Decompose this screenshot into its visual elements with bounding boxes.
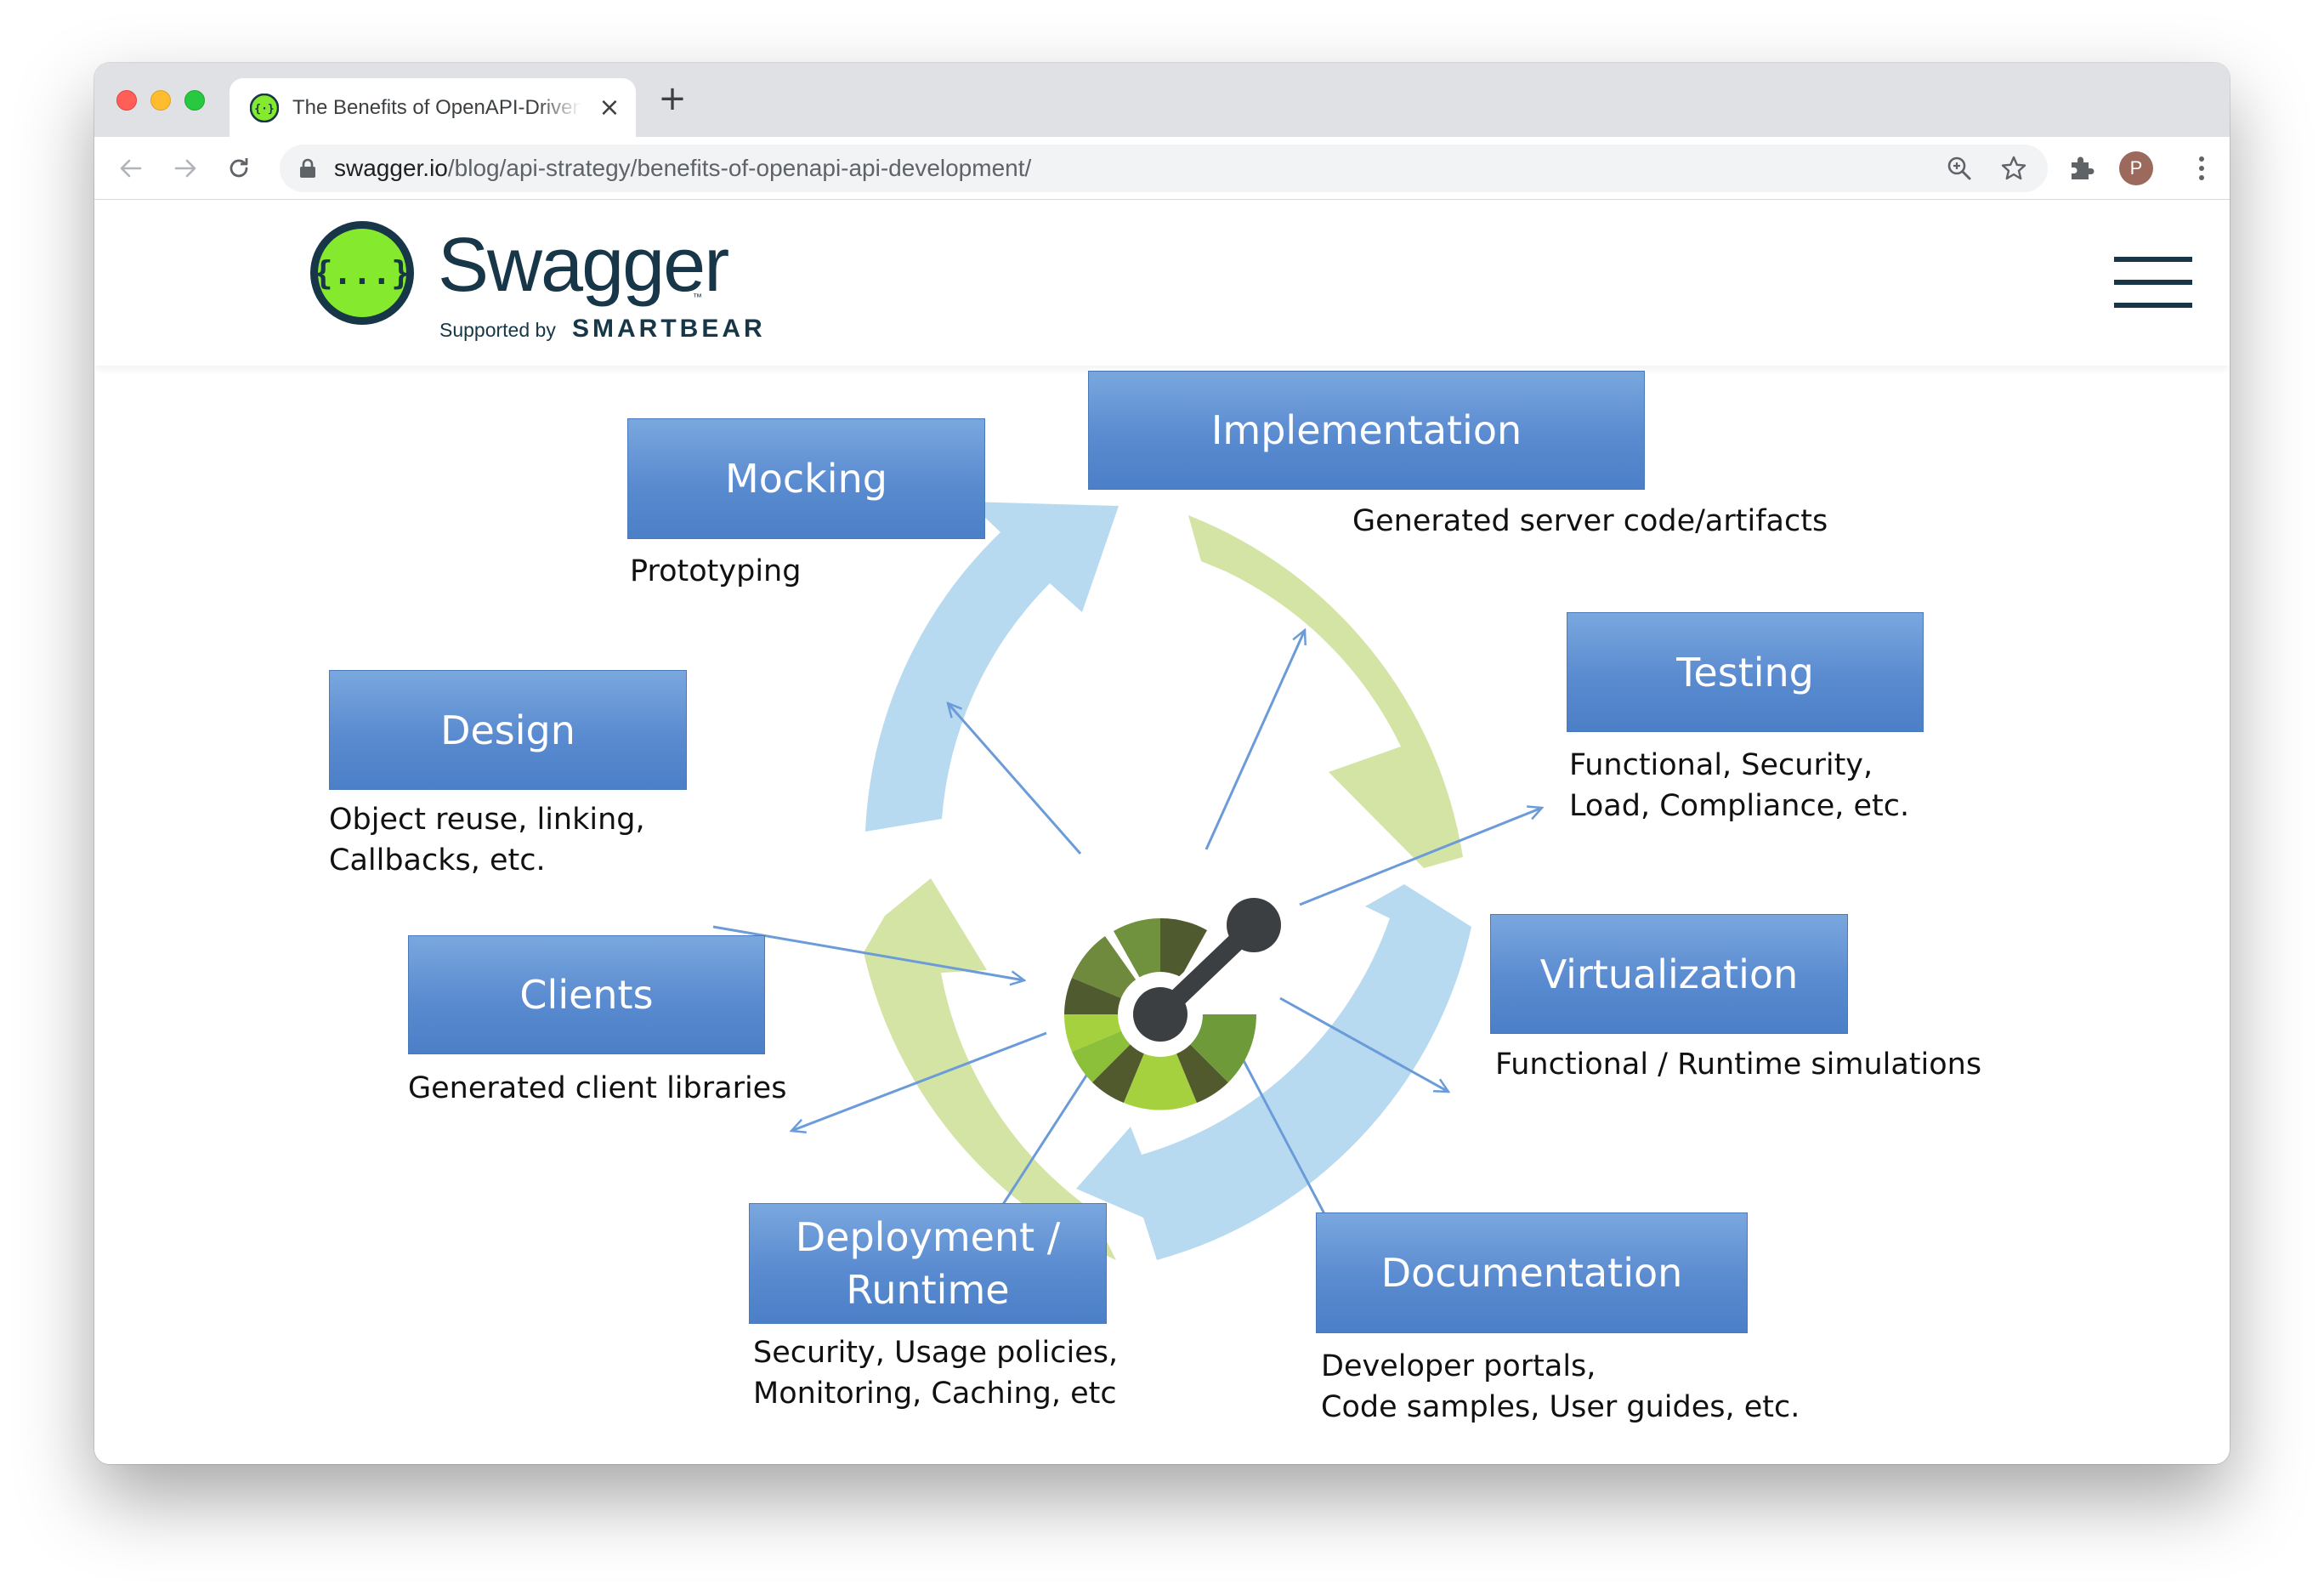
forward-arrow-icon xyxy=(174,159,196,178)
browser-toolbar: swagger.io/blog/api-strategy/benefits-of… xyxy=(94,137,2230,200)
reload-icon xyxy=(230,158,248,178)
api-lifecycle-diagram: Mocking Prototyping Implementation Gener… xyxy=(94,366,2230,1464)
node-deployment-label-line1: Deployment / xyxy=(795,1214,1061,1260)
node-clients: Clients xyxy=(408,935,765,1054)
node-documentation: Documentation xyxy=(1316,1212,1748,1333)
node-documentation-desc-line1: Developer portals, xyxy=(1321,1349,1596,1383)
node-clients-label: Clients xyxy=(519,972,654,1018)
url-host: swagger.io xyxy=(334,155,448,181)
browser-tab[interactable]: {·} The Benefits of OpenAPI-Driven API D… xyxy=(230,78,636,137)
browser-window: {·} The Benefits of OpenAPI-Driven API D… xyxy=(94,63,2230,1464)
arrow-to-mocking xyxy=(948,703,1082,855)
logo-trademark: ™ xyxy=(693,292,702,303)
node-design: Design xyxy=(329,670,687,790)
node-deployment-label-line2: Runtime xyxy=(846,1267,1010,1313)
site-header: {...} Swagger ™ Supported by SMARTBEAR xyxy=(94,201,2230,366)
node-testing-desc-line1: Functional, Security, xyxy=(1569,748,1873,782)
url-text[interactable]: swagger.io/blog/api-strategy/benefits-of… xyxy=(334,155,1031,182)
forward-button[interactable] xyxy=(164,147,207,190)
node-design-desc-line2: Callbacks, etc. xyxy=(329,843,546,877)
tab-title: The Benefits of OpenAPI-Driven API Devel… xyxy=(292,96,581,119)
node-implementation-label: Implementation xyxy=(1210,407,1522,453)
bookmark-star-icon[interactable] xyxy=(2000,155,2027,182)
tab-strip: {·} The Benefits of OpenAPI-Driven API D… xyxy=(94,63,2230,137)
arrow-to-implementation xyxy=(1205,630,1305,850)
cycle-arrow-green-right xyxy=(1188,515,1463,868)
arrow-from-design xyxy=(712,925,1024,980)
close-icon[interactable]: × xyxy=(598,93,621,122)
node-deployment-desc-line2: Monitoring, Caching, etc xyxy=(753,1377,1117,1411)
reload-button[interactable] xyxy=(218,147,260,190)
node-implementation-desc: Generated server code/artifacts xyxy=(1352,504,1828,538)
cycle-arrow-blue-bottom xyxy=(1076,884,1471,1260)
arrow-to-testing xyxy=(1299,808,1542,906)
cycle-arrows xyxy=(864,502,1471,1260)
svg-text:{·}: {·} xyxy=(254,103,274,116)
node-clients-desc: Generated client libraries xyxy=(408,1071,787,1105)
node-virtualization-label: Virtualization xyxy=(1539,951,1799,997)
node-design-label: Design xyxy=(440,707,575,753)
node-mocking-label: Mocking xyxy=(725,456,887,502)
back-arrow-icon xyxy=(120,159,142,178)
swagger-logo-icon[interactable]: {...} xyxy=(307,218,417,328)
lock-icon[interactable] xyxy=(298,158,317,179)
cycle-arrow-blue-top xyxy=(865,502,1119,832)
logo-wordmark[interactable]: Swagger xyxy=(438,223,729,308)
zoom-window-button[interactable] xyxy=(184,90,205,111)
lifecycle-cycle-graphic xyxy=(712,502,2230,1464)
node-documentation-label: Documentation xyxy=(1380,1250,1683,1296)
arrow-to-virtualization xyxy=(1279,997,1448,1092)
minimize-window-button[interactable] xyxy=(150,90,171,111)
plus-icon[interactable]: + xyxy=(658,79,687,118)
node-documentation-desc-line2: Code samples, User guides, etc. xyxy=(1321,1390,1800,1424)
node-testing: Testing xyxy=(1567,612,1924,732)
swagger-favicon-icon: {·} xyxy=(250,94,279,122)
node-implementation: Implementation xyxy=(1088,371,1645,490)
hamburger-menu-icon[interactable] xyxy=(2114,257,2192,308)
menu-dots-icon[interactable] xyxy=(2185,152,2218,185)
page-content: {...} Swagger ™ Supported by SMARTBEAR xyxy=(94,201,2230,1464)
node-deployment-desc-line1: Security, Usage policies, xyxy=(753,1336,1119,1370)
node-testing-label: Testing xyxy=(1676,649,1814,696)
extensions-icon[interactable] xyxy=(2065,152,2097,185)
close-window-button[interactable] xyxy=(116,90,137,111)
node-deployment: Deployment / Runtime xyxy=(749,1203,1107,1324)
logo-smartbear: SMARTBEAR xyxy=(572,315,766,343)
address-bar[interactable]: swagger.io/blog/api-strategy/benefits-of… xyxy=(280,145,2048,192)
node-testing-desc-line2: Load, Compliance, etc. xyxy=(1569,789,1910,823)
arrow-to-clients xyxy=(791,1031,1047,1131)
zoom-icon[interactable] xyxy=(1946,155,1973,182)
logo-mark-glyph: {...} xyxy=(314,254,411,292)
node-virtualization-desc: Functional / Runtime simulations xyxy=(1495,1048,1982,1082)
back-button[interactable] xyxy=(110,147,152,190)
node-design-desc-line1: Object reuse, linking, xyxy=(329,803,645,837)
node-mocking: Mocking xyxy=(627,418,985,539)
node-mocking-desc: Prototyping xyxy=(630,554,802,588)
node-virtualization: Virtualization xyxy=(1490,914,1848,1034)
cycle-arrow-green-left xyxy=(864,878,1116,1260)
openapi-logo-icon xyxy=(1064,898,1281,1110)
url-path: /blog/api-strategy/benefits-of-openapi-a… xyxy=(447,155,1032,181)
logo-supported-by: Supported by xyxy=(439,319,556,341)
profile-avatar[interactable]: P xyxy=(2119,151,2153,185)
